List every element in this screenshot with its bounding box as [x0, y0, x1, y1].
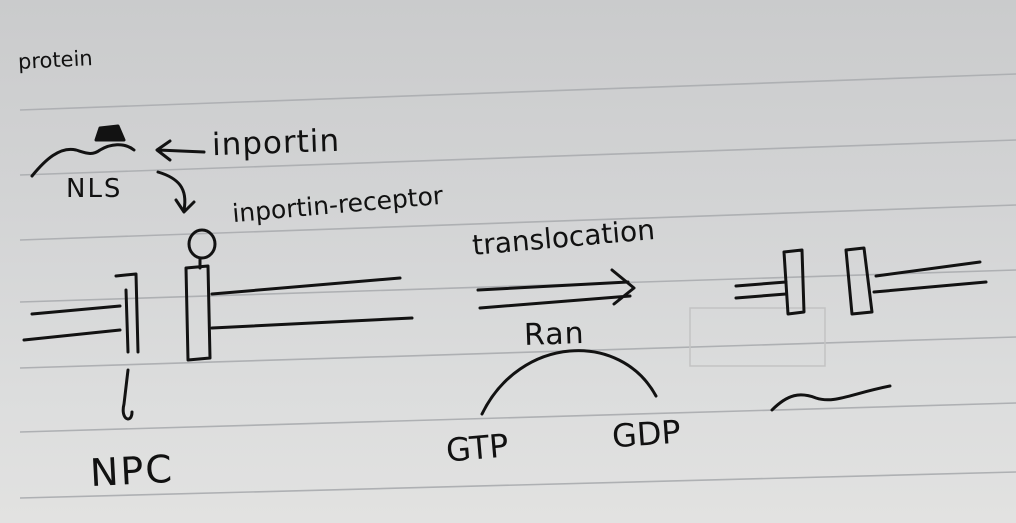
ruled-line	[19, 471, 1016, 499]
label-ran: Ran	[523, 315, 586, 354]
faint-box	[689, 307, 826, 367]
npc-right-wall	[184, 264, 212, 362]
npc-left-wall	[114, 272, 140, 354]
receptor-line-bottom	[210, 316, 414, 330]
npc-left-inner	[124, 288, 130, 354]
membrane2-left-top	[734, 280, 788, 288]
npc2-right-rect	[844, 246, 874, 316]
released-protein-strand	[770, 384, 892, 412]
translocation-arrow	[476, 268, 636, 310]
membrane2-left-bottom	[734, 292, 788, 300]
label-protein: protein	[17, 46, 94, 74]
membrane2-right-bottom	[872, 280, 988, 294]
label-gtp: GTP	[444, 426, 511, 470]
importin-blob	[94, 124, 126, 142]
nls-to-receptor-arrow	[156, 170, 196, 214]
ruled-lines	[19, 73, 1016, 499]
protein-strand	[30, 143, 136, 178]
ruled-line	[19, 139, 1016, 176]
receptor-head	[187, 228, 217, 260]
label-nls: NLS	[66, 174, 123, 204]
ruled-line	[19, 204, 1016, 241]
receptor-line-top	[210, 276, 402, 296]
label-npc: NPC	[88, 446, 175, 496]
label-gdp: GDP	[610, 412, 682, 456]
label-importin: inportin	[211, 122, 341, 164]
membrane2-right-top	[874, 260, 982, 278]
ruled-line	[19, 402, 1016, 433]
npc-pointer	[121, 368, 134, 421]
ruled-line	[19, 73, 1016, 111]
membrane-line-left-bottom	[22, 328, 122, 342]
ran-cycle-arc	[480, 349, 658, 416]
membrane-line-left-top	[30, 304, 122, 316]
ruled-line	[19, 336, 1016, 369]
importin-pointer-arrow	[155, 139, 206, 162]
